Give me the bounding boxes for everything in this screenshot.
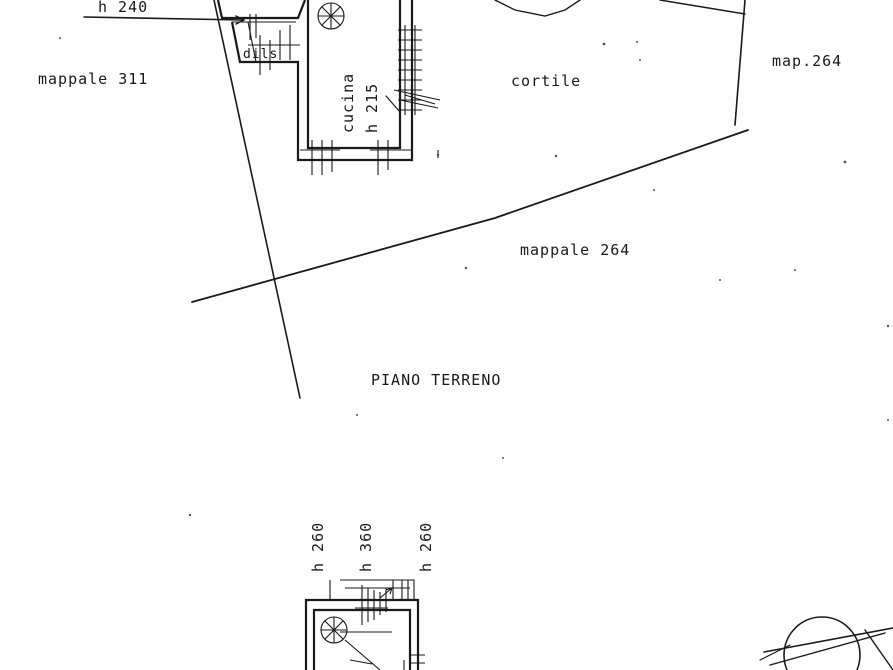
wall-kitchen-inner: [306, 0, 402, 150]
boundary-line-right: [734, 0, 746, 126]
building-outline-lower: [304, 579, 425, 670]
h240-arrow-icon: [235, 15, 246, 25]
stair-arrow-icon: [379, 587, 393, 599]
boundary-line-top-right: [659, 0, 746, 15]
label-map-264: map.264: [772, 52, 842, 70]
label-mappale-311: mappale 311: [38, 70, 148, 88]
label-piano-terreno: PIANO TERRENO: [371, 371, 501, 389]
building-outline-upper: [83, 0, 749, 399]
wall-lower-top: [329, 579, 415, 600]
exhaust-fan-icon-lower: [320, 616, 348, 644]
label-mappale-264: mappale 264: [520, 241, 630, 259]
boundary-line-lower: [191, 129, 749, 303]
label-h260-right: h 260: [417, 522, 435, 572]
top-shape: [494, 0, 581, 17]
wall-kitchen: [230, 0, 414, 162]
h215-arrow-icon: [385, 95, 401, 113]
boundary-line-left: [213, 0, 301, 399]
label-dils: dils: [243, 47, 278, 62]
hatch-marks-lower: [340, 580, 425, 670]
label-cortile: cortile: [511, 72, 581, 90]
label-h240: h 240: [98, 0, 148, 16]
wall-top-room: [216, 0, 307, 20]
hatch-marks-upper: [249, 14, 441, 175]
label-h360: h 360: [357, 522, 375, 572]
h240-leader-line: [83, 16, 243, 21]
label-cucina: cucina: [339, 73, 357, 133]
label-h215: h 215: [363, 83, 381, 133]
exhaust-fan-icon: [317, 2, 345, 30]
north-arrow-icon: [759, 616, 893, 670]
scan-specks: [59, 37, 890, 517]
label-h260-left: h 260: [309, 522, 327, 572]
